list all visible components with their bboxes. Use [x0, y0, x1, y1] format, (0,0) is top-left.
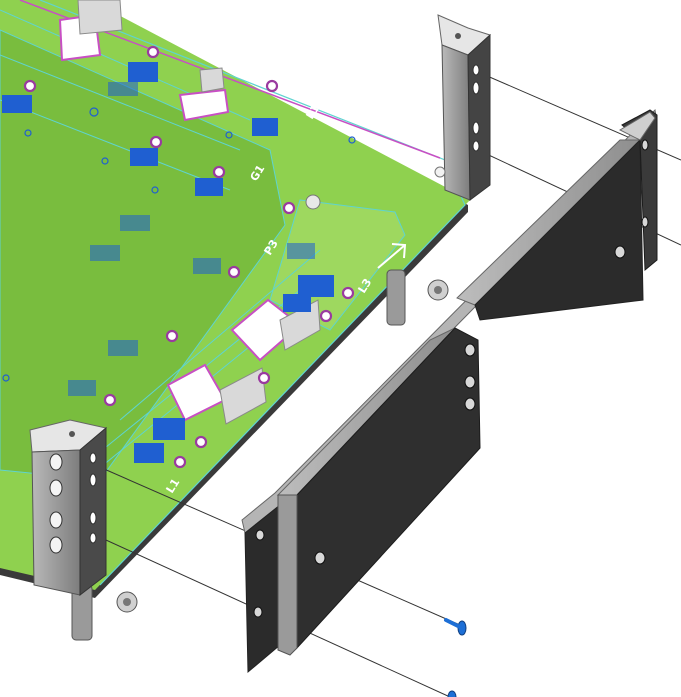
board-cutouts: [58, 13, 302, 422]
clamp-bar: [241, 108, 658, 674]
screw-icon: [447, 690, 457, 697]
standoff-left: [71, 584, 138, 641]
corner-bracket-icon: [434, 14, 491, 201]
screw-icon: [444, 618, 467, 636]
connector-blocks: [77, 0, 321, 425]
mounting-holes: [2, 107, 356, 382]
pad-arrays: [2, 62, 334, 463]
standoff-right: [386, 269, 449, 326]
direction-arrow-icon: [377, 243, 407, 269]
pcb-board: [0, 0, 470, 598]
board-knob: [305, 194, 321, 210]
corner-bracket-icon: [29, 419, 108, 597]
via-dot-arrays: [68, 82, 315, 396]
inner-frame: [0, 29, 286, 481]
vias: [23, 45, 355, 469]
